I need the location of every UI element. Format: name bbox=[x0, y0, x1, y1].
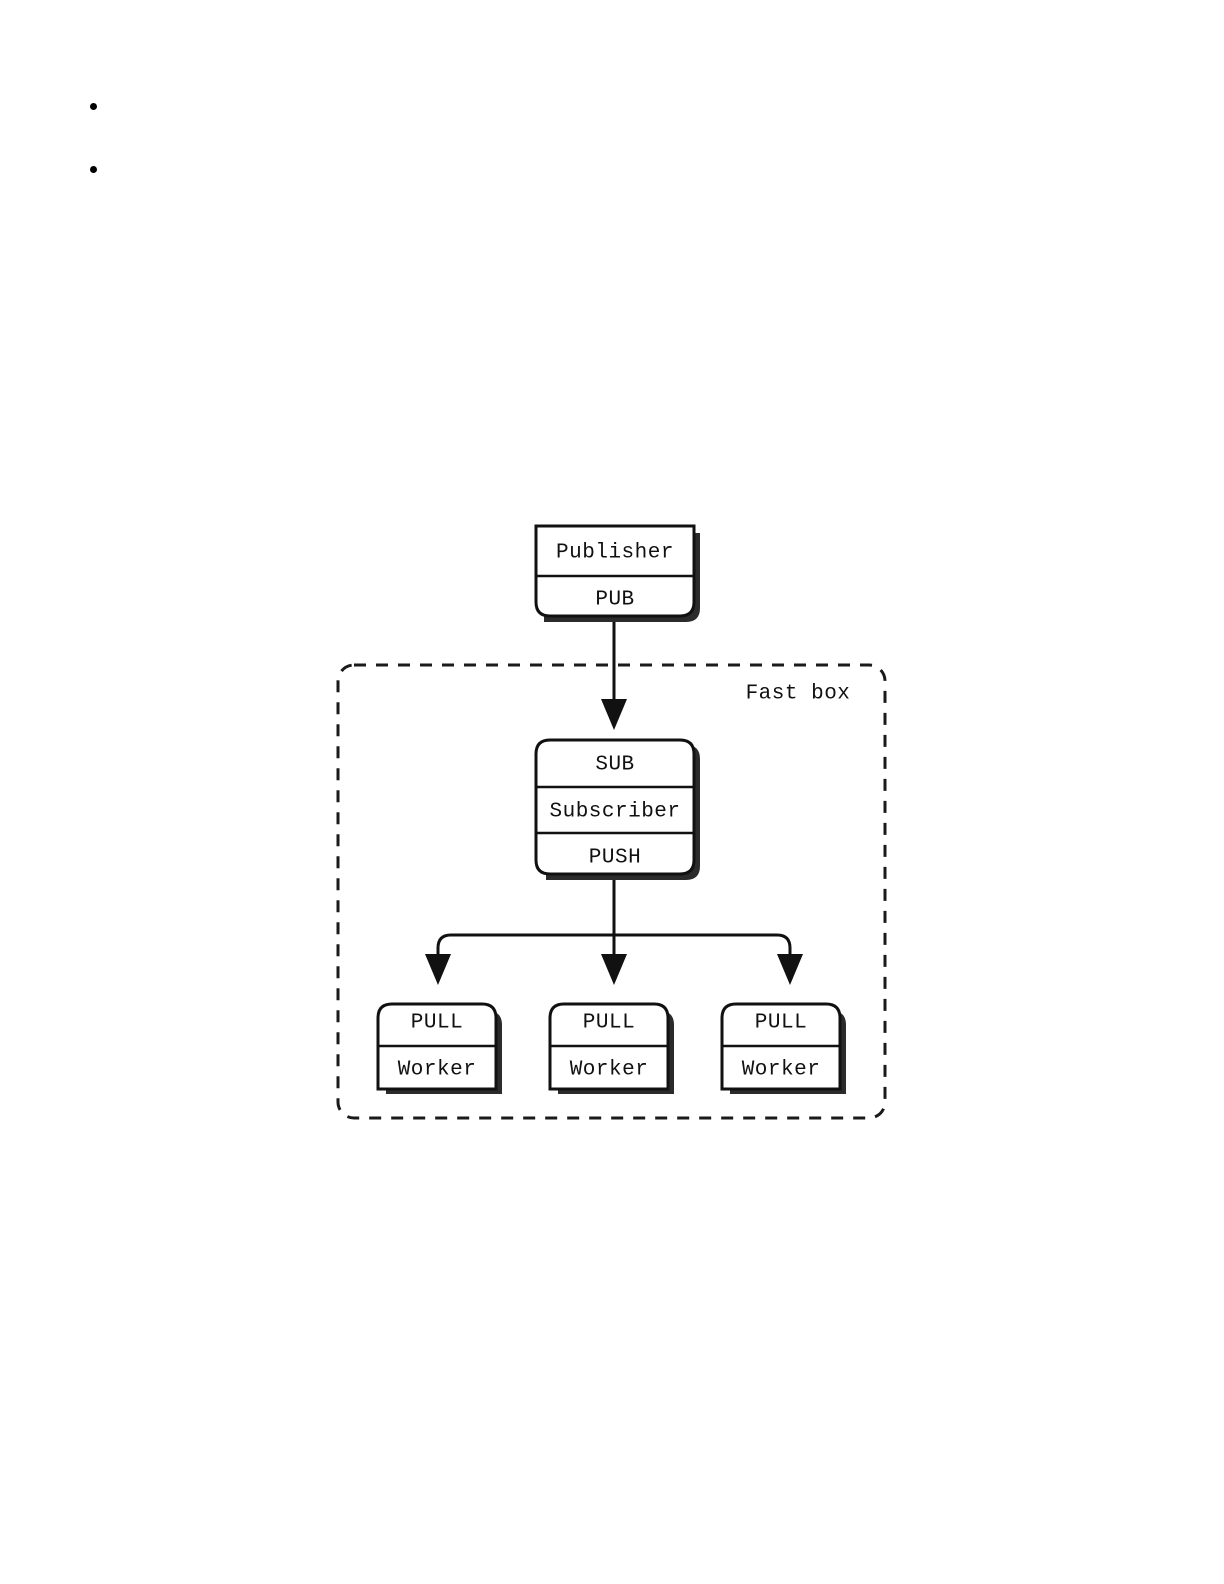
node-worker-2[interactable]: PULL Worker bbox=[548, 1002, 674, 1094]
arrow-head-icon bbox=[425, 954, 451, 985]
list-item bbox=[90, 97, 690, 115]
node-worker-2-row-label: PULL bbox=[583, 1012, 635, 1035]
node-subscriber-row-label: PUSH bbox=[589, 847, 641, 870]
arrow-head-icon bbox=[601, 699, 627, 730]
node-worker-1[interactable]: PULL Worker bbox=[376, 1002, 502, 1094]
node-publisher-row-label: PUB bbox=[595, 589, 634, 612]
node-publisher-row-label: Publisher bbox=[556, 542, 674, 565]
edge-subscriber-to-workers bbox=[425, 879, 803, 985]
node-body bbox=[534, 738, 696, 876]
node-worker-3-row-label: PULL bbox=[755, 1012, 807, 1035]
node-worker-3-row-label: Worker bbox=[742, 1059, 821, 1082]
edge-line-bus bbox=[436, 933, 792, 963]
group-fast-box: Fast box bbox=[336, 663, 887, 1120]
arrow-head-icon bbox=[601, 954, 627, 985]
list-item bbox=[90, 160, 690, 178]
node-worker-2-row-label: Worker bbox=[570, 1059, 649, 1082]
node-worker-3[interactable]: PULL Worker bbox=[720, 1002, 846, 1094]
node-subscriber-row-label: Subscriber bbox=[549, 801, 680, 824]
group-fast-box-label: Fast box bbox=[746, 683, 851, 706]
node-subscriber[interactable]: SUB Subscriber PUSH bbox=[534, 738, 700, 880]
node-worker-1-row-label: Worker bbox=[398, 1059, 477, 1082]
group-fast-box-border bbox=[336, 663, 887, 1120]
edge-publisher-to-subscriber bbox=[601, 622, 627, 730]
node-subscriber-row-label: SUB bbox=[595, 754, 634, 777]
node-worker-1-row-label: PULL bbox=[411, 1012, 463, 1035]
node-body bbox=[534, 524, 696, 618]
node-publisher[interactable]: Publisher PUB bbox=[534, 524, 700, 622]
arrow-head-icon bbox=[777, 954, 803, 985]
